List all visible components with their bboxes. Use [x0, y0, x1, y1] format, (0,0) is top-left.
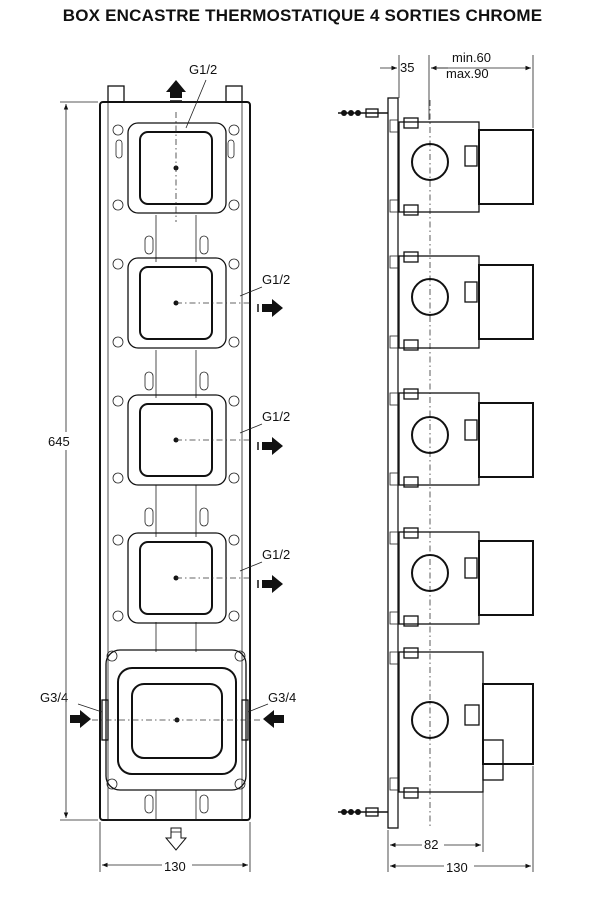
top-outlet-label: G1/2 — [189, 62, 217, 77]
side-module-4 — [389, 527, 534, 627]
leader-line — [239, 561, 263, 572]
adjust-max: max.90 — [446, 66, 489, 81]
inlet-left-label: G3/4 — [40, 690, 68, 705]
dim-label-bg — [46, 432, 80, 450]
side-outlet-label-3: G1/2 — [262, 547, 290, 562]
outlet-arrow-up-icon — [166, 80, 186, 102]
frame-rails — [155, 215, 197, 820]
leader-line — [239, 423, 263, 434]
wall-plate — [387, 97, 399, 829]
width-dimension: 130 — [164, 859, 186, 874]
depth-dim-top: 35 — [400, 60, 414, 75]
drawing-title: BOX ENCASTRE THERMOSTATIQUE 4 SORTIES CH… — [62, 6, 543, 25]
inlet-right-label: G3/4 — [268, 690, 296, 705]
side-thermostatic-body — [389, 647, 534, 799]
outlet-arrow-right-icon — [257, 299, 283, 317]
dim-label-bg — [162, 858, 192, 874]
side-module-3 — [389, 388, 534, 488]
front-view: G1/2 G1/2 G1/2 G1/2 G3/4 G3/4 — [40, 62, 296, 874]
leader-line — [185, 79, 207, 129]
dim-label-bg — [422, 837, 444, 853]
adjust-min: min.60 — [452, 50, 491, 65]
leader-line — [247, 703, 269, 713]
frame-tab — [107, 85, 125, 103]
side-fitting-bottom — [338, 807, 388, 817]
inlet-arrow-left-side-icon — [70, 710, 91, 728]
side-outlet-label-1: G1/2 — [262, 272, 290, 287]
dim-label-bg — [444, 859, 474, 875]
height-dimension: 645 — [48, 434, 70, 449]
side-module-1 — [389, 117, 534, 216]
inlet-arrow-right-side-icon — [263, 710, 284, 728]
valve-module-1 — [112, 122, 240, 214]
outlet-arrow-down-icon — [164, 827, 188, 851]
outlet-arrow-right-icon — [257, 575, 283, 593]
side-view: 35 min.60 max.90 82 130 — [338, 50, 534, 875]
leader-line — [239, 286, 263, 297]
mounting-frame — [99, 101, 251, 821]
side-outlet-label-2: G1/2 — [262, 409, 290, 424]
frame-tab — [225, 85, 243, 103]
depth-dim-bottom-2: 130 — [446, 860, 468, 875]
frame-inner-edge — [107, 101, 243, 821]
depth-dim-bottom-1: 82 — [424, 837, 438, 852]
side-module-2 — [389, 251, 534, 351]
leader-line — [77, 703, 103, 713]
outlet-arrow-right-icon — [257, 437, 283, 455]
frame-slots — [115, 139, 235, 814]
side-fitting-top — [338, 108, 388, 118]
